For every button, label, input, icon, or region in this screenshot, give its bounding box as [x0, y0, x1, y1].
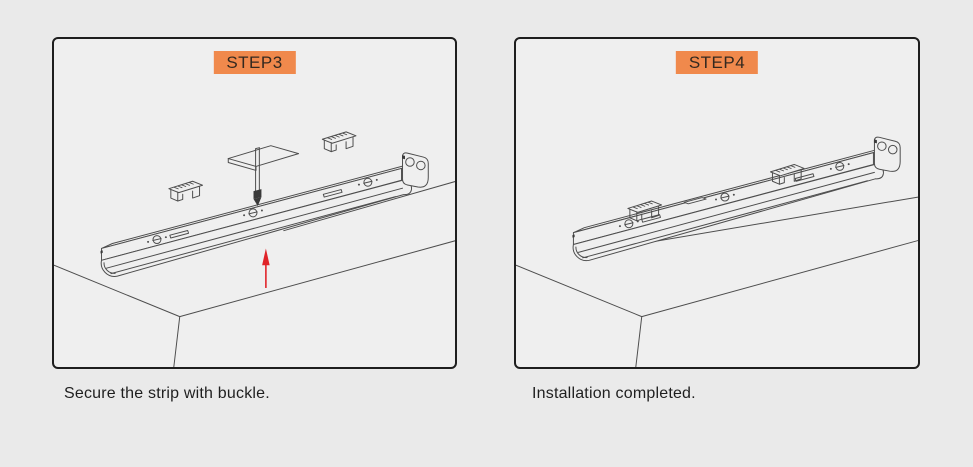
screw-icon [715, 192, 735, 202]
vent-slot [641, 214, 661, 223]
screw-icon [618, 219, 639, 229]
buckle-clip [168, 180, 204, 202]
step4-illustration [516, 136, 918, 367]
led-strip [100, 152, 429, 277]
vent-slot [322, 189, 343, 198]
panel-step3: STEP3 [52, 37, 457, 369]
step3-illustration [54, 131, 455, 367]
ceiling-cutout [227, 145, 300, 171]
screw-icon [243, 208, 263, 218]
step4-label: STEP4 [675, 51, 759, 74]
step3-label: STEP3 [213, 51, 296, 74]
step3-caption: Secure the strip with buckle. [64, 385, 270, 402]
joint-tab [683, 197, 707, 205]
buckle-clip [321, 131, 357, 153]
end-cap [873, 136, 901, 172]
screw-icon [147, 235, 167, 244]
screw-icon [357, 177, 378, 187]
vent-slot [169, 229, 190, 239]
ceiling [516, 196, 918, 367]
screw-icon [829, 162, 850, 171]
ceiling [54, 181, 455, 367]
panel-step4: STEP4 [514, 37, 920, 369]
suspension-screw [253, 147, 262, 206]
end-cap [402, 152, 429, 188]
step4-caption: Installation completed. [532, 385, 696, 402]
led-strip [572, 136, 901, 262]
red-up-arrow [262, 248, 270, 288]
